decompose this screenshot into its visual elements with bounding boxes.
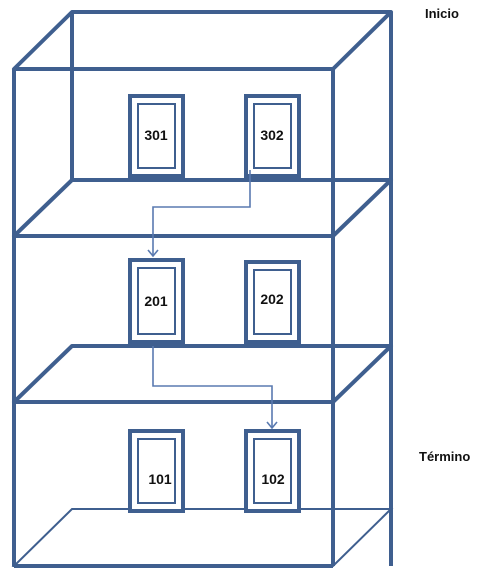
room-label-302: 302	[260, 127, 284, 143]
room-label-102: 102	[261, 471, 285, 487]
start-label: Inicio	[425, 6, 459, 21]
door-202: 202	[244, 260, 301, 344]
floor-slab-upper	[12, 178, 393, 238]
room-label-301: 301	[144, 127, 168, 143]
door-302: 302	[244, 94, 301, 178]
door-101: 101	[128, 429, 185, 513]
door-301: 301	[128, 94, 185, 178]
door-201: 201	[128, 258, 185, 344]
end-label: Término	[419, 449, 471, 464]
floor-slab-lower	[12, 344, 393, 404]
room-label-101: 101	[148, 471, 172, 487]
room-label-202: 202	[260, 291, 284, 307]
door-102: 102	[244, 429, 301, 513]
room-label-201: 201	[144, 293, 168, 309]
route-arrow-302-to-201	[147, 170, 251, 258]
route-arrow-201-to-102	[152, 346, 278, 430]
